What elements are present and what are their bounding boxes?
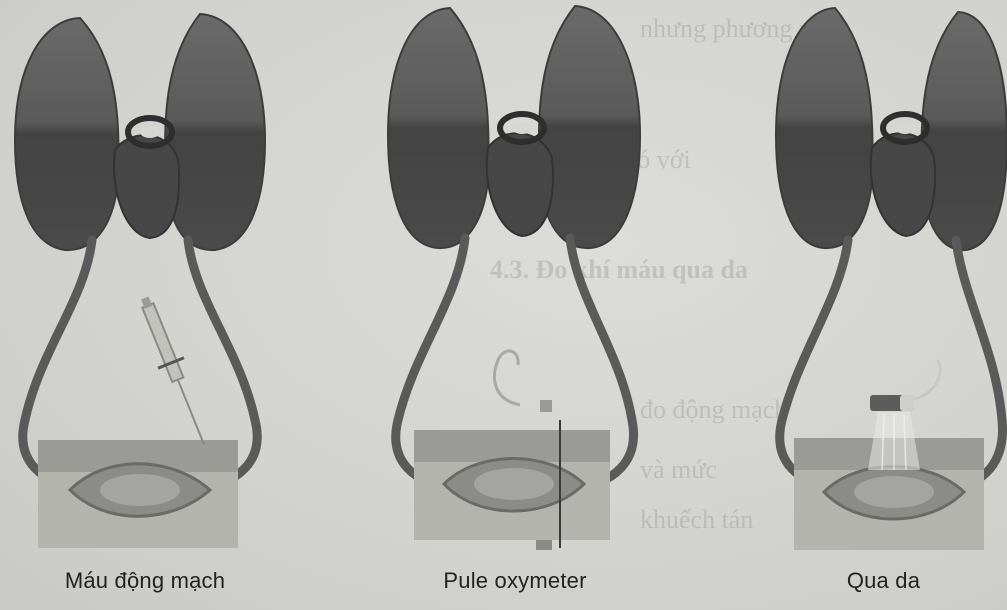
syringe-icon [132, 293, 217, 450]
right-lung [921, 12, 1007, 250]
capillary-core [854, 476, 934, 508]
panel-arterial: Máu động mạch [0, 0, 290, 610]
right-lung [165, 14, 265, 250]
left-lung [15, 18, 119, 250]
left-lung [776, 8, 873, 248]
aortic-lumen [512, 122, 532, 134]
panel-pulse-oximeter: Pule oxymeter [370, 0, 660, 610]
capillary-core [100, 474, 180, 506]
panel-caption: Qua da [760, 568, 1007, 594]
aortic-lumen [895, 122, 915, 134]
heart [114, 135, 179, 238]
cardiopulmonary-diagram [370, 0, 660, 560]
aortic-lumen [140, 126, 160, 138]
panel-transcutaneous: Qua da [760, 0, 1007, 610]
right-lung [539, 6, 640, 248]
cardiopulmonary-diagram [0, 0, 290, 560]
left-lung [388, 8, 489, 248]
panel-caption: Máu động mạch [0, 568, 290, 594]
panel-caption: Pule oxymeter [370, 568, 660, 594]
heart [487, 133, 553, 236]
heart [871, 133, 935, 236]
cardiopulmonary-diagram [760, 0, 1007, 560]
capillary-core [474, 468, 554, 500]
